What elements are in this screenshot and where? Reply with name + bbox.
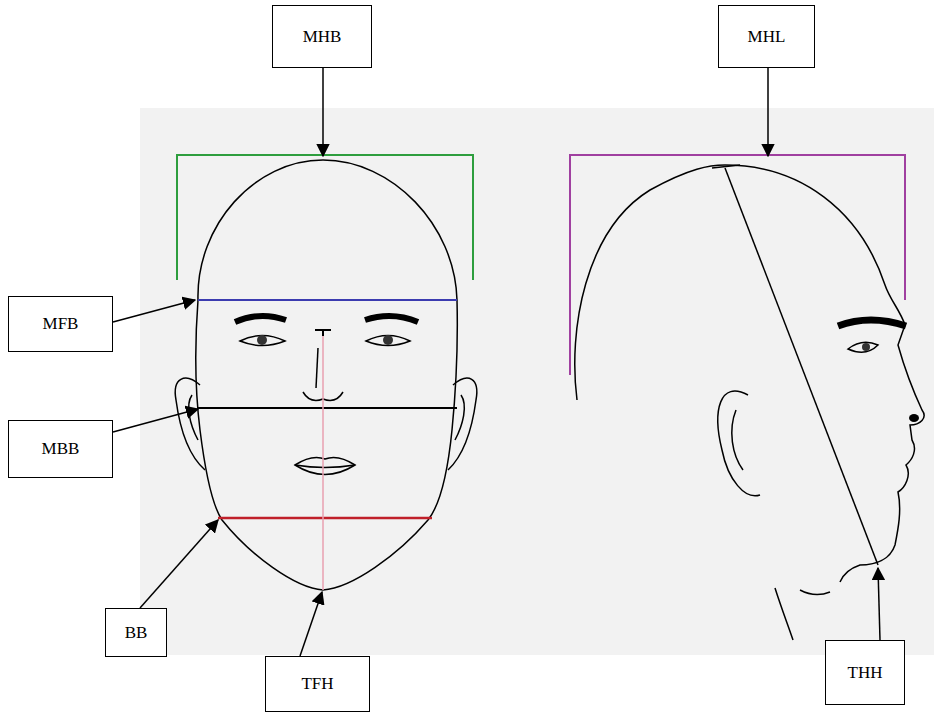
mouth — [295, 457, 355, 474]
measurement-code: MFB — [43, 314, 79, 334]
leader-arrow — [767, 68, 769, 156]
neck — [800, 590, 830, 595]
ear — [718, 391, 760, 496]
background-panel — [140, 108, 934, 655]
label-box: MFB — [8, 296, 113, 352]
leader-arrow — [300, 592, 322, 656]
eyebrow — [235, 316, 286, 322]
vertex-tick — [712, 165, 740, 168]
label-box: BB — [105, 608, 167, 657]
label-box: MHB — [272, 5, 372, 68]
measurement-code: BB — [125, 623, 148, 643]
ear — [175, 378, 205, 470]
label-box: MHL — [718, 5, 815, 68]
mbb-line — [197, 407, 457, 409]
leader-arrow — [113, 300, 195, 322]
side-head — [575, 165, 924, 640]
eye — [366, 336, 410, 346]
pupil — [862, 343, 870, 351]
leader-arrow — [140, 520, 218, 608]
thh-line — [725, 168, 878, 565]
label-box: MBB — [8, 420, 113, 478]
t-mark — [315, 330, 331, 336]
tfh-line — [322, 336, 324, 590]
ear-inner — [455, 395, 464, 440]
eyebrow — [365, 316, 418, 322]
neck — [775, 588, 793, 640]
bb-line — [218, 517, 432, 520]
head-profile — [575, 165, 924, 582]
ear-inner — [189, 395, 198, 440]
eyebrow — [838, 320, 906, 326]
head-outline — [198, 160, 457, 300]
ear — [448, 378, 477, 470]
measurement-code: MBB — [42, 439, 80, 459]
mhb-bracket — [177, 155, 473, 280]
eye — [848, 342, 878, 352]
mouth — [295, 465, 355, 468]
ear-inner — [732, 410, 743, 470]
label-box: TFH — [265, 656, 370, 712]
pupil — [257, 335, 267, 345]
face-outline — [196, 300, 457, 590]
measurement-code: MHB — [303, 27, 342, 47]
mhl-bracket — [570, 155, 905, 375]
leader-lines — [113, 68, 880, 656]
leader-arrow — [878, 568, 880, 640]
leader-arrow — [322, 68, 324, 156]
front-head — [175, 160, 477, 590]
measurement-code: TFH — [301, 674, 333, 694]
pupil — [383, 335, 393, 345]
mfb-line — [198, 299, 457, 301]
label-box: THH — [825, 640, 905, 705]
eye — [240, 336, 285, 346]
measurement-code: THH — [848, 663, 883, 683]
nostril — [909, 414, 919, 422]
measurement-code: MHL — [748, 27, 786, 47]
nose — [316, 348, 318, 388]
leader-arrow — [113, 409, 198, 432]
